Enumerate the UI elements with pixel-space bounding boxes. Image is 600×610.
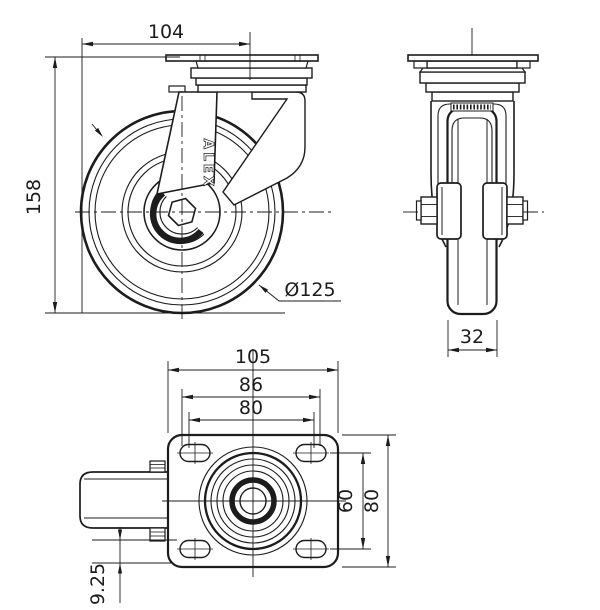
axle-nut-bottom [149,527,166,542]
dim-105-label: 105 [235,346,271,368]
dim-80-depth-label: 80 [361,489,383,513]
swivel-stack-side [407,54,539,102]
dim-plate-length: 105 [167,346,339,433]
dim-104-label: 104 [148,21,184,43]
dim-hole-spacing-y: 60 [330,452,371,550]
dim-80-label: 80 [239,397,263,419]
front-view: ALEX [45,32,332,322]
dim-86-label: 86 [239,374,263,396]
bottom-centerlines [162,349,346,577]
tread-leader-arrow [91,123,103,137]
axle-nut-top [149,460,166,473]
swivel-stack-front [165,32,319,93]
bolt-slot [293,538,329,560]
bolt-slot [293,442,329,464]
dim-60-label: 60 [335,489,357,513]
ball-bearing-race [450,102,494,112]
axle-bolt-right [506,196,524,225]
wheel-bottom [79,460,170,542]
top-plate-front [165,54,319,62]
bolt-slot [177,538,213,560]
dim-bottom-offset: 9.25 [87,527,177,605]
bottom-view [79,349,346,577]
front-centerlines [75,96,332,322]
hub-side [415,182,529,240]
dim-plate-depth: 80 [342,434,396,568]
fork-right-leg [222,91,306,206]
side-view [403,28,544,316]
bolt-slot [177,442,213,464]
dim-158-label: 158 [23,179,45,215]
dim-d125-label: Ø125 [284,279,335,301]
dim-hole-spacing-x: 80 [188,397,315,448]
dim-wheel-diameter: Ø125 [258,279,341,302]
axle-bolt-left [420,196,438,225]
dim-slot-outer-span: 86 [181,374,321,446]
fork-left-leg: ALEX [155,85,218,196]
top-plate-side [407,54,539,62]
brand-marking: ALEX [200,139,216,190]
dim-overall-height: 158 [23,56,180,313]
bolt-slots [177,442,329,560]
dim-offset-width: 104 [82,21,250,47]
dim-32-label: 32 [460,326,484,348]
dim-925-label: 9.25 [87,563,109,605]
dim-wheel-width: 32 [447,320,498,357]
